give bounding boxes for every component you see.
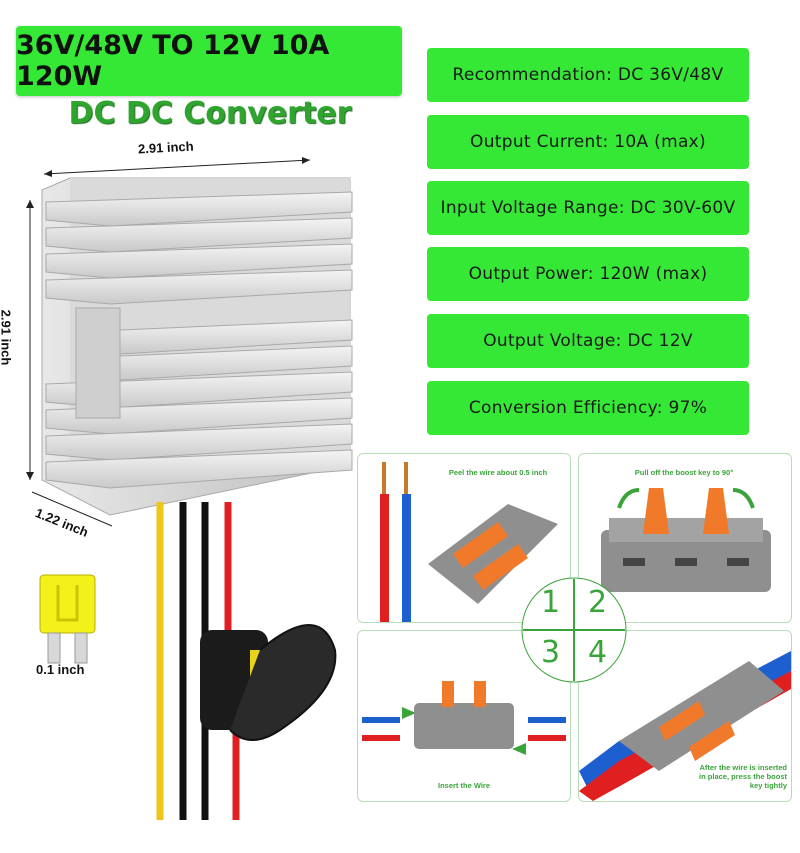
wire-strip-illustration	[380, 462, 558, 622]
insert-wire-illustration	[362, 681, 566, 755]
spec-output-power: Output Power: 120W (max)	[427, 247, 749, 301]
step-number-3: 3	[541, 635, 561, 670]
converter-illustration	[26, 157, 353, 820]
step-panel-3: Insert the Wire	[357, 630, 571, 802]
spec-recommendation: Recommendation: DC 36V/48V	[427, 48, 749, 102]
spec-input-voltage: Input Voltage Range: DC 30V-60V	[427, 181, 749, 235]
step-3-caption: Insert the Wire	[437, 781, 491, 790]
step-4-caption: After the wire is inserted in place, pre…	[699, 763, 787, 790]
boost-key-illustration	[601, 488, 771, 592]
product-title: 36V/48V TO 12V 10A 120W	[16, 26, 402, 96]
step-panel-4: After the wire is inserted in place, pre…	[578, 630, 792, 802]
step-panel-2: Pull off the boost key to 90°	[578, 453, 792, 623]
spec-output-current: Output Current: 10A (max)	[427, 115, 749, 169]
step-2-caption: Pull off the boost key to 90°	[634, 468, 734, 477]
step-number-1: 1	[541, 585, 561, 620]
spec-output-voltage: Output Voltage: DC 12V	[427, 314, 749, 368]
product-subtitle: DC DC Converter	[68, 96, 352, 131]
height-dimension-label: 2.91 inch	[0, 309, 14, 366]
step-number-4: 4	[588, 635, 608, 670]
step-numbers-crosshair	[521, 577, 627, 683]
spec-conversion-efficiency: Conversion Efficiency: 97%	[427, 381, 749, 435]
step-1-caption: Peel the wire about 0.5 inch	[448, 468, 548, 477]
step-number-2: 2	[588, 585, 608, 620]
width-dimension-label: 2.91 inch	[137, 138, 194, 157]
fuse-dimension-label: 0.1 inch	[36, 662, 85, 677]
press-key-illustration	[579, 651, 791, 801]
